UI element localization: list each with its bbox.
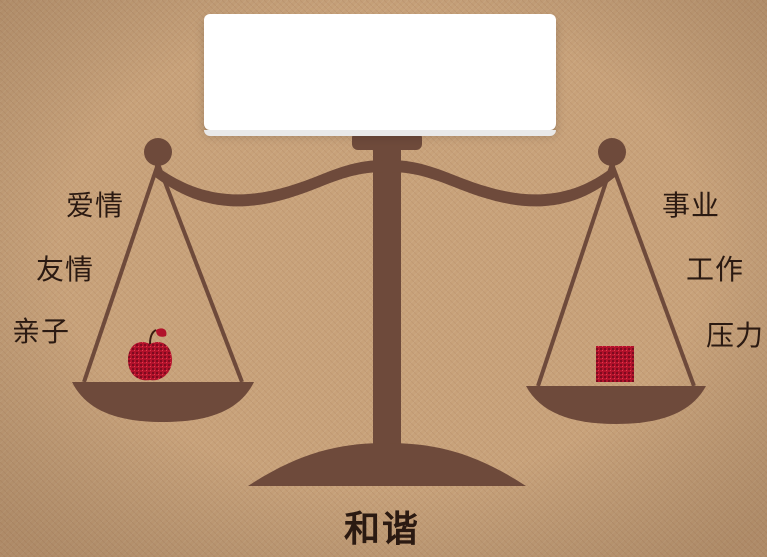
left-label-2: 友情 bbox=[36, 253, 95, 286]
apple-icon bbox=[128, 328, 172, 381]
scale-post bbox=[373, 148, 401, 463]
right-label-1: 事业 bbox=[662, 189, 721, 222]
right-beam-knob bbox=[598, 138, 626, 166]
scale-beam bbox=[155, 160, 615, 207]
scale-top-cap bbox=[352, 132, 422, 150]
right-pan bbox=[526, 386, 706, 424]
left-label-1: 爱情 bbox=[66, 189, 125, 222]
right-pan-string-right bbox=[610, 163, 696, 387]
title-placeholder-box bbox=[204, 14, 556, 136]
left-pan bbox=[72, 382, 254, 422]
bottom-label: 和谐 bbox=[344, 509, 421, 550]
scale-base bbox=[248, 443, 526, 486]
right-label-3: 压力 bbox=[706, 319, 765, 352]
left-label-3: 亲子 bbox=[12, 315, 71, 348]
left-pan-string-left bbox=[82, 163, 160, 383]
left-beam-knob bbox=[144, 138, 172, 166]
right-label-2: 工作 bbox=[686, 253, 745, 286]
red-square-weight-icon bbox=[596, 346, 634, 382]
left-pan-string-right bbox=[156, 163, 244, 383]
right-pan-string-left bbox=[536, 163, 614, 387]
